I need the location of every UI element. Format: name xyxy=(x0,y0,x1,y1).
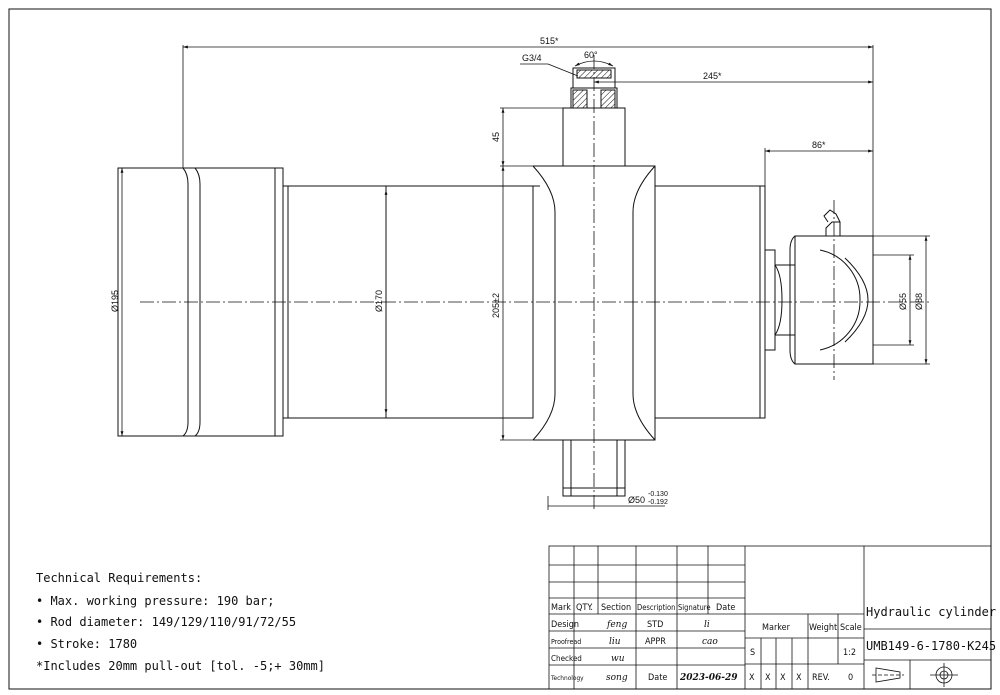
tb-label-x: X xyxy=(749,673,755,683)
dim-overall-length: 515* xyxy=(540,36,559,46)
tb-signature-design: feng xyxy=(606,620,627,630)
requirement-item: • Max. working pressure: 190 bar; xyxy=(36,594,274,608)
tb-label-std: STD xyxy=(647,620,663,630)
tb-label-date: Date xyxy=(648,673,667,683)
dim-trunnion-tol-lower: -0.192 xyxy=(648,499,668,506)
tb-signature-technology: song xyxy=(606,673,628,683)
dim-dia-55: Ø55 xyxy=(898,293,908,310)
tb-label-s: S xyxy=(750,648,755,658)
tb-signature-checked: wu xyxy=(611,654,625,664)
dim-dia-195: Ø195 xyxy=(110,290,120,312)
tb-date-value: 2023-06-29 xyxy=(679,673,738,683)
dim-port-to-end: 245* xyxy=(703,71,722,81)
tb-row-proofread: Proofread xyxy=(551,638,581,646)
tb-header-date: Date xyxy=(716,603,735,613)
tb-header-mark: Mark xyxy=(551,603,571,613)
tb-header-section: Section xyxy=(601,603,631,613)
tb-label-x: X xyxy=(780,673,786,683)
tb-label-x: X xyxy=(796,673,802,683)
tb-label-marker: Marker xyxy=(762,623,791,633)
title-block-grid xyxy=(548,545,992,690)
tb-signature-proofread: liu xyxy=(609,637,621,647)
dim-dia-88: Ø88 xyxy=(914,293,924,310)
tb-signature-std: li xyxy=(704,620,710,630)
dim-dia-170: Ø170 xyxy=(374,290,384,312)
tb-header-signature: Signature xyxy=(678,603,711,612)
dim-trunnion-dia: Ø50 xyxy=(628,495,645,505)
dim-thread: G3/4 xyxy=(522,53,542,63)
dim-port-height: 45 xyxy=(491,132,501,142)
tb-label-weight: Weight xyxy=(809,623,837,633)
projection-symbol-icon xyxy=(872,663,958,687)
port-thread-hatch-right xyxy=(600,89,616,109)
tb-scale-value: 1:2 xyxy=(843,648,856,658)
requirements-heading: Technical Requirements: xyxy=(36,571,202,585)
dim-trunnion-tol-upper: -0.130 xyxy=(648,491,668,498)
tb-row-design: Design xyxy=(551,620,579,630)
tb-rev-number: 0 xyxy=(848,673,853,683)
drawing-border xyxy=(8,8,992,690)
dim-height-205: 205±2 xyxy=(491,293,501,318)
tb-row-checked: Checked xyxy=(551,654,582,663)
requirement-item: • Rod diameter: 149/129/110/91/72/55 xyxy=(36,615,296,629)
dim-end-offset: 86* xyxy=(812,140,826,150)
dim-angle: 60° xyxy=(584,50,598,60)
port-thread-hatch xyxy=(572,89,588,109)
tb-header-description: Description xyxy=(637,603,675,612)
tb-label-scale: Scale xyxy=(840,623,862,633)
centre-lines xyxy=(140,55,930,510)
tb-header-qty: QTY. xyxy=(576,603,593,613)
requirement-item: *Includes 20mm pull-out [tol. -5;+ 30mm] xyxy=(36,659,325,673)
dimension-lines xyxy=(120,45,930,510)
tb-row-technology: Technology xyxy=(550,674,584,682)
tb-part-number: UMB149-6-1780-K245 xyxy=(866,639,996,653)
tb-signature-appr: cao xyxy=(702,637,718,647)
requirement-item: • Stroke: 1780 xyxy=(36,637,137,651)
tb-label-appr: APPR xyxy=(645,637,666,647)
tb-drawing-title: Hydraulic cylinder xyxy=(866,605,996,619)
tb-label-x: X xyxy=(765,673,771,683)
tb-label-rev: REV. xyxy=(812,673,830,683)
